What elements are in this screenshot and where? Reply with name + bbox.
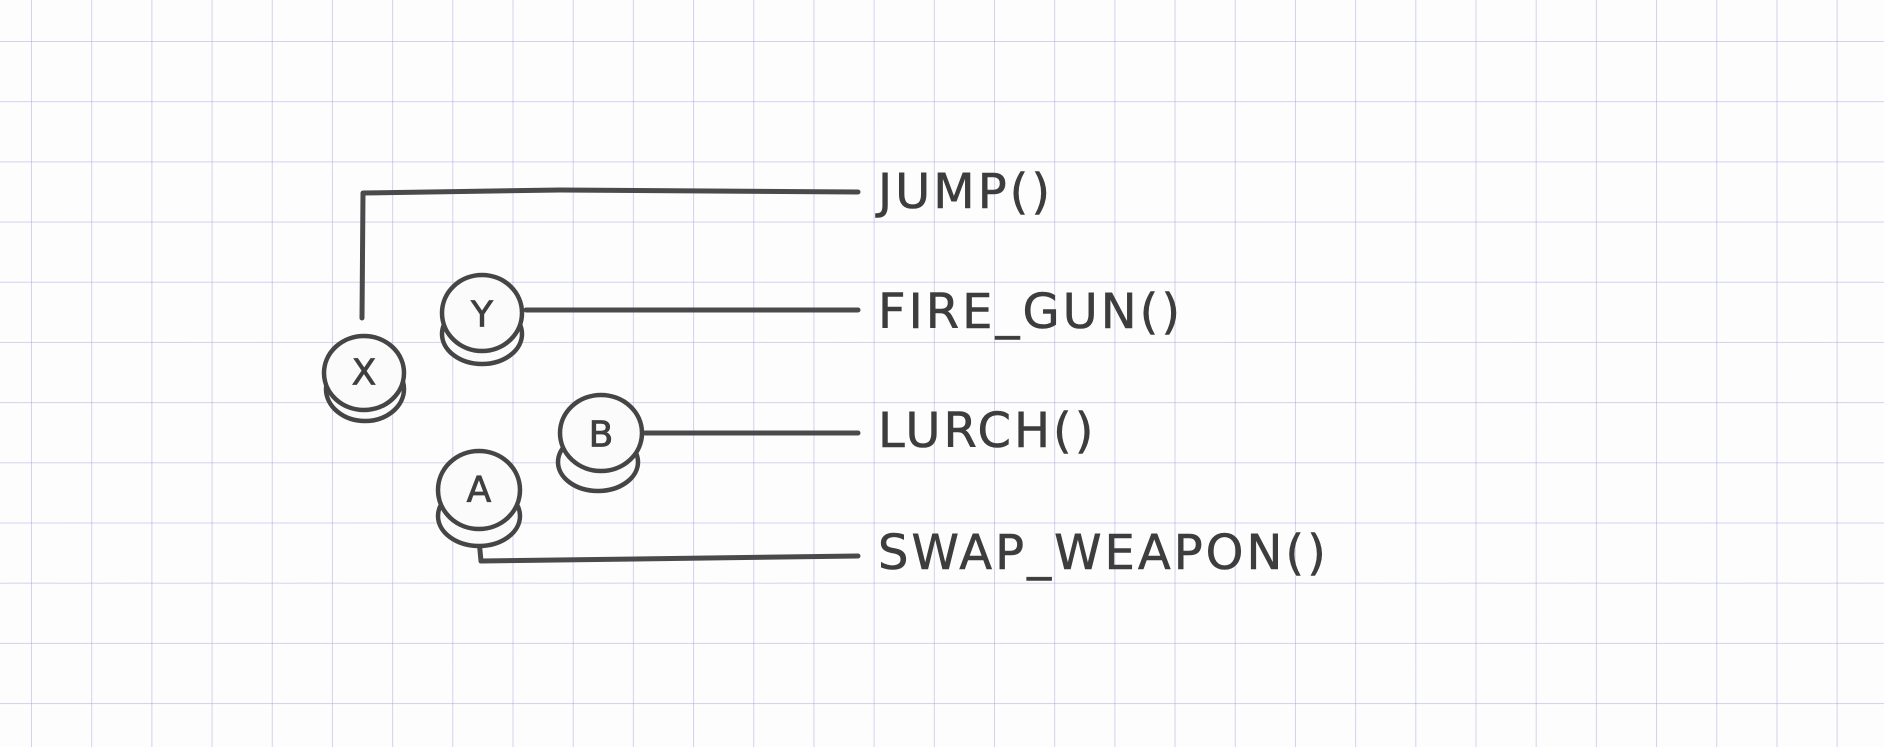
b-button: B (555, 392, 645, 494)
action-label-jump: JUMP() (875, 164, 1053, 220)
b-button-letter: B (589, 415, 614, 456)
a-button: A (435, 448, 523, 549)
action-labels: JUMP() FIRE_GUN() LURCH() SWAP_WEAPON() (875, 164, 1329, 582)
a-button-letter: A (467, 470, 492, 511)
connector-lines (359, 187, 861, 564)
connector-a-swap-weapon (476, 537, 861, 564)
action-label-swap-weapon: SWAP_WEAPON() (878, 525, 1329, 581)
action-label-fire-gun: FIRE_GUN() (878, 284, 1183, 340)
y-button-letter: Y (470, 295, 494, 336)
connector-x-jump (359, 187, 861, 321)
y-button: Y (439, 272, 525, 367)
action-label-lurch: LURCH() (878, 403, 1097, 459)
x-button-letter: X (352, 353, 377, 394)
x-button: X (321, 333, 407, 424)
